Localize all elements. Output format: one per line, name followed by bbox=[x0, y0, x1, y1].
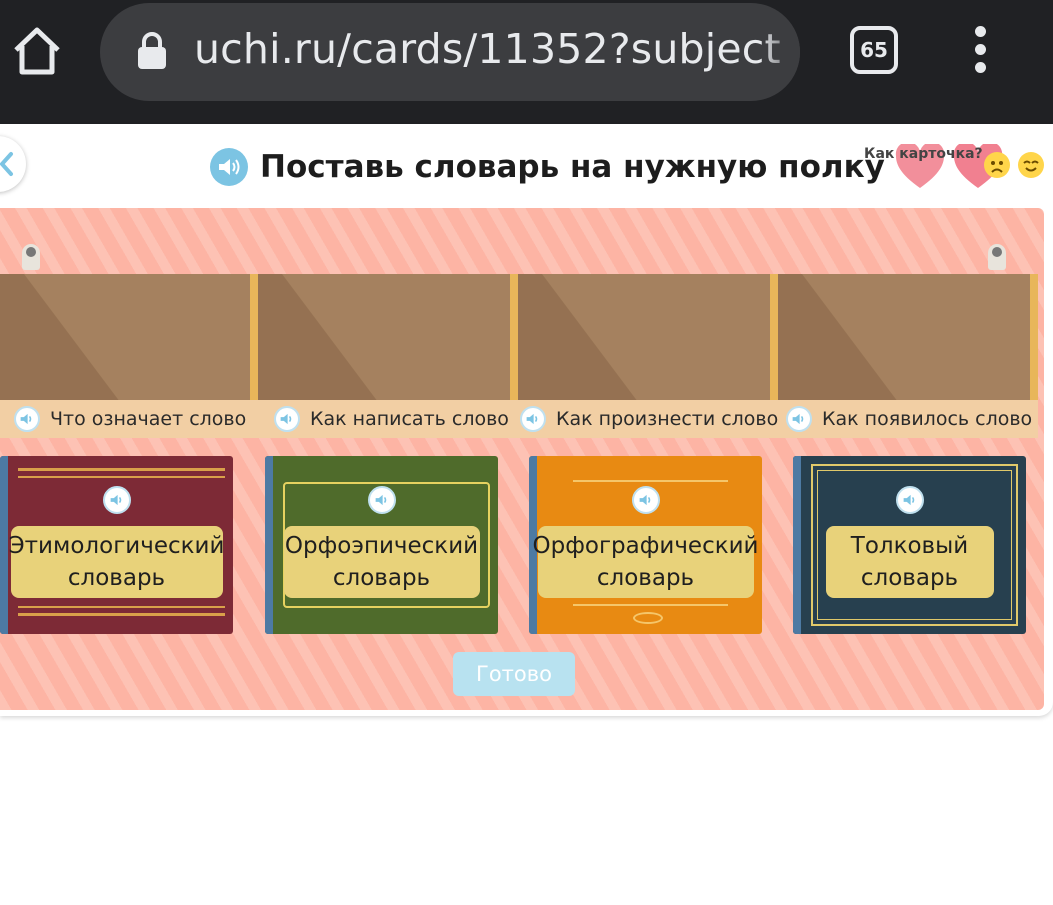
speaker-icon[interactable] bbox=[14, 406, 40, 432]
url-fade bbox=[760, 3, 800, 101]
book-spine bbox=[793, 456, 801, 634]
book-spine bbox=[265, 456, 273, 634]
shelf-frame bbox=[0, 274, 1038, 402]
book-spine bbox=[0, 456, 8, 634]
ornament-line bbox=[18, 613, 225, 616]
book-spine bbox=[529, 456, 537, 634]
shelf-label: Как появилось слово bbox=[786, 400, 1032, 438]
happy-emoji-icon[interactable] bbox=[1018, 152, 1044, 178]
speaker-icon[interactable] bbox=[367, 486, 396, 514]
ornament-line bbox=[573, 480, 728, 482]
speaker-icon[interactable] bbox=[631, 486, 660, 514]
shelf-label: Как написать слово bbox=[274, 400, 509, 438]
ornament-frame bbox=[811, 464, 1018, 626]
heart-icon[interactable] bbox=[894, 144, 946, 190]
speaker-icon[interactable] bbox=[895, 486, 924, 514]
shelf-labels: Что означает слово Как написать слово Ка… bbox=[0, 400, 1038, 438]
shelf-slot-1[interactable] bbox=[0, 274, 250, 402]
ornament-line bbox=[18, 476, 225, 478]
bookcase-area: Что означает слово Как написать слово Ка… bbox=[0, 208, 1044, 710]
menu-icon[interactable] bbox=[968, 26, 992, 74]
tabs-icon[interactable]: 65 bbox=[850, 26, 898, 74]
ornament-line bbox=[18, 606, 225, 608]
rating-label: Как карточка? bbox=[864, 146, 983, 162]
shelf-slot-3[interactable] bbox=[518, 274, 770, 402]
home-icon[interactable] bbox=[10, 24, 64, 78]
address-bar[interactable]: uchi.ru/cards/11352?subject bbox=[100, 3, 800, 101]
card-rating: Как карточка? bbox=[862, 138, 1052, 188]
task-card: Поставь словарь на нужную полку Как карт… bbox=[0, 124, 1053, 716]
task-title-row: Поставь словарь на нужную полку bbox=[210, 142, 885, 192]
browser-toolbar: uchi.ru/cards/11352?subject 65 bbox=[0, 0, 1053, 124]
speaker-icon[interactable] bbox=[274, 406, 300, 432]
back-icon[interactable] bbox=[0, 136, 26, 192]
ornament-frame bbox=[817, 470, 1012, 620]
sad-emoji-icon[interactable] bbox=[984, 152, 1010, 178]
shelf-label: Как произнести слово bbox=[520, 400, 778, 438]
pin-icon bbox=[22, 244, 40, 270]
speaker-icon[interactable] bbox=[520, 406, 546, 432]
url-text: uchi.ru/cards/11352?subject bbox=[194, 25, 781, 73]
ornament-line bbox=[573, 604, 728, 606]
shelf-label: Что означает слово bbox=[14, 400, 246, 438]
speaker-icon[interactable] bbox=[210, 148, 248, 186]
shelf-slot-2[interactable] bbox=[258, 274, 510, 402]
ready-button[interactable]: Готово bbox=[453, 652, 575, 696]
speaker-icon[interactable] bbox=[786, 406, 812, 432]
pin-icon bbox=[988, 244, 1006, 270]
page-title: Поставь словарь на нужную полку bbox=[260, 149, 885, 185]
lock-icon bbox=[136, 31, 168, 71]
ornament-line bbox=[18, 468, 225, 471]
speaker-icon[interactable] bbox=[102, 486, 131, 514]
shelf-slot-4[interactable] bbox=[778, 274, 1030, 402]
ornament-swirl bbox=[633, 612, 663, 624]
